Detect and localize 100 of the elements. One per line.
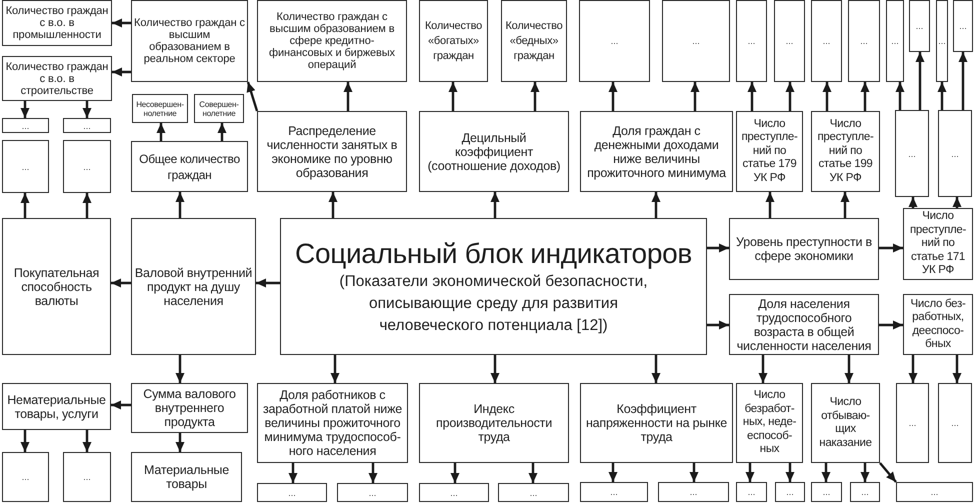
arrow: [896, 82, 904, 110]
box-label: Количество «богатых» граждан: [424, 18, 484, 64]
box-label: Несовершен-нолетние: [135, 100, 185, 118]
arrow: [528, 463, 538, 483]
ellipsis-label: ...: [959, 21, 967, 31]
arrow: [82, 430, 92, 452]
indicator-box: [903, 208, 973, 280]
block-title: Социальный блок индикаторов: [295, 236, 692, 270]
ellipsis-box: [775, 482, 805, 502]
ellipsis-box: [850, 482, 880, 502]
ellipsis-box: [936, 0, 948, 82]
box-label: Уровень преступности в сфере экономики: [735, 235, 873, 263]
arrow: [82, 193, 92, 218]
arrow: [707, 244, 729, 252]
arrow: [860, 463, 870, 482]
box-label: Распределение численности занятых в экономике по уровню образования: [266, 124, 398, 180]
indicator-box: [132, 94, 188, 123]
arrow: [786, 82, 794, 111]
arrow: [958, 52, 968, 110]
indicator-box: [257, 0, 407, 82]
ellipsis-label: ...: [786, 36, 794, 46]
arrow: [448, 82, 458, 111]
ellipsis-box: [63, 140, 111, 193]
ellipsis-label: ...: [822, 487, 830, 497]
ellipsis-box: [886, 0, 904, 82]
arrow: [176, 355, 184, 383]
indicator-box: [131, 141, 248, 192]
indicator-box: [580, 383, 733, 463]
ellipsis-box: [774, 0, 805, 82]
indicator-box: [419, 383, 569, 463]
arrow: [608, 82, 618, 111]
ellipsis-box: [337, 483, 408, 502]
ellipsis-box: [63, 452, 111, 502]
box-label: Доля граждан с денежными доходами ниже величины прожиточного минимума: [586, 124, 728, 180]
ellipsis-box: [2, 140, 49, 193]
ellipsis-label: ...: [22, 472, 30, 482]
arrow: [20, 193, 30, 218]
ellipsis-label: ...: [690, 487, 698, 497]
ellipsis-label: ...: [748, 36, 756, 46]
arrow: [746, 463, 754, 482]
indicator-box: [729, 218, 879, 280]
arrow: [490, 192, 500, 218]
ellipsis-label: ...: [288, 488, 296, 498]
ellipsis-box: [848, 0, 880, 82]
box-label: Количество граждан с высшим образованием в сфере кредитно-финансовых и биржевых операций: [268, 11, 396, 71]
ellipsis-label: ...: [368, 488, 376, 498]
indicator-box: [729, 294, 879, 355]
indicator-box: [580, 111, 733, 192]
indicator-box: [2, 218, 111, 355]
box-label: Нематериальные товары, услуги: [6, 392, 107, 420]
box-label: Индекс производительности труда: [435, 402, 553, 444]
arrow: [822, 82, 832, 111]
arrow: [218, 123, 226, 141]
arrow: [330, 355, 340, 383]
block-subtitle: (Показатели экономической безопасности, описывающие среду для развития человеческого потенциала [12]): [338, 272, 649, 336]
box-label: Валовой внутренний продукт на душу населения: [134, 266, 253, 308]
arrow: [652, 355, 660, 383]
ellipsis-box: [938, 110, 972, 197]
box-label: Покупательная способность валюты: [12, 266, 100, 308]
ellipsis-label: ...: [83, 120, 91, 130]
arrow: [176, 192, 184, 218]
arrow: [690, 82, 700, 111]
ellipsis-label: ...: [748, 487, 756, 497]
box-label: Количество граждан с в.о. в промышленности: [5, 5, 109, 41]
arrow: [256, 278, 280, 288]
ellipsis-box: [2, 118, 49, 133]
ellipsis-label: ...: [610, 36, 618, 46]
box-label: Сумма валового внутреннего продукта: [142, 387, 237, 429]
box-label: Доля населения трудоспособного возраста в общей численности населения: [736, 296, 872, 352]
arrow: [112, 18, 131, 28]
arrow: [82, 101, 92, 118]
indicator-box: [736, 383, 803, 463]
arrow: [176, 433, 184, 452]
arrow: [111, 400, 131, 410]
ellipsis-label: ...: [860, 36, 868, 46]
arrow: [530, 82, 540, 111]
ellipsis-box: [580, 482, 648, 502]
ellipsis-label: ...: [951, 148, 959, 158]
box-label: Количество граждан с высшим образованием в реальном секторе: [134, 17, 245, 65]
arrow: [111, 278, 131, 288]
arrow: [328, 192, 338, 218]
arrow: [844, 355, 854, 383]
ellipsis-box: [736, 0, 767, 82]
ellipsis-label: ...: [938, 36, 946, 46]
ellipsis-box: [419, 483, 489, 502]
box-label: Количество «бедных» граждан: [504, 18, 564, 64]
ellipsis-label: ...: [908, 148, 916, 158]
ellipsis-box: [811, 482, 842, 502]
ellipsis-label: ...: [822, 36, 830, 46]
ellipsis-label: ...: [786, 487, 794, 497]
ellipsis-box: [811, 0, 842, 82]
arrow: [112, 68, 131, 76]
arrow: [840, 192, 850, 218]
ellipsis-box: [736, 482, 767, 502]
arrow: [156, 123, 166, 141]
ellipsis-label: ...: [22, 120, 30, 130]
indicator-box: [194, 94, 244, 123]
ellipsis-box: [257, 483, 327, 502]
ellipsis-box: [658, 482, 729, 502]
arrow: [908, 355, 918, 383]
